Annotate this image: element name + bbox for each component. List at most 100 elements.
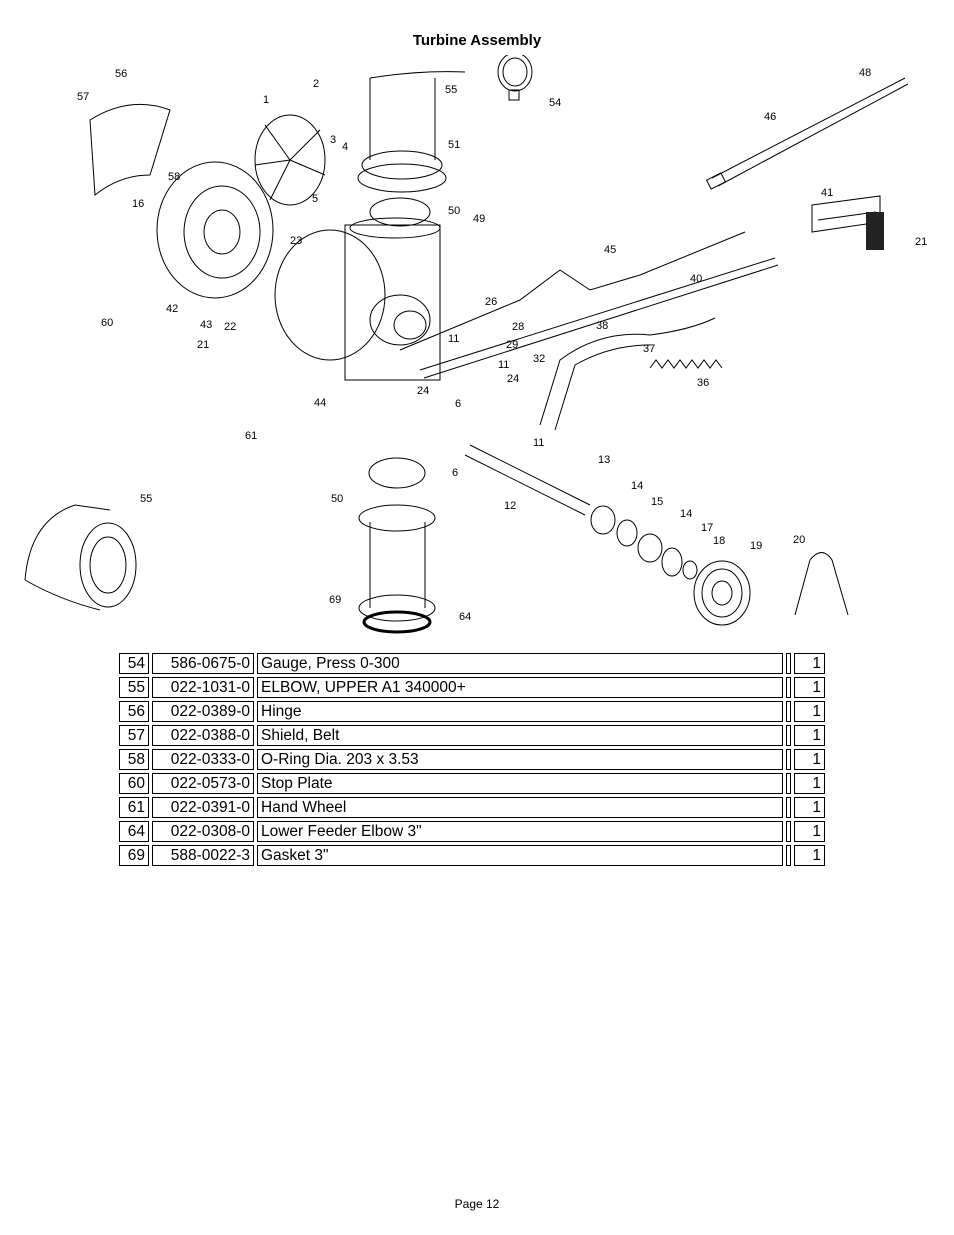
description-cell: Gauge, Press 0-300 [257, 653, 783, 674]
callout: 28 [512, 321, 524, 333]
lower-elbow-drawing [358, 504, 436, 634]
callout: 6 [455, 398, 461, 410]
qty-cell: 1 [794, 845, 825, 866]
housing-plate-drawing [156, 161, 274, 299]
pulley-drawing [693, 560, 751, 626]
qty-cell: 1 [794, 821, 825, 842]
callout: 50 [331, 493, 343, 505]
description-cell: Shield, Belt [257, 725, 783, 746]
callout: 29 [506, 339, 518, 351]
blank-cell [786, 701, 791, 722]
description-cell: O-Ring Dia. 203 x 3.53 [257, 749, 783, 770]
callout: 21 [197, 339, 209, 351]
callout: 48 [859, 67, 871, 79]
callout: 55 [445, 84, 457, 96]
ref-cell: 64 [119, 821, 149, 842]
callout: 19 [750, 540, 762, 552]
callout: 16 [132, 198, 144, 210]
shaft-46-drawing [705, 77, 909, 190]
qty-cell: 1 [794, 725, 825, 746]
ref-cell: 57 [119, 725, 149, 746]
callout-labels: 1 2 3 4 5 6 6 11 11 11 12 13 14 14 15 16… [77, 67, 927, 623]
description-cell: ELBOW, UPPER A1 340000+ [257, 677, 783, 698]
blank-cell [786, 845, 791, 866]
bracket-41-drawing [811, 195, 884, 250]
callout: 11 [498, 359, 509, 371]
table-row: 56 022-0389-0 Hinge 1 [119, 701, 825, 722]
description-cell: Hand Wheel [257, 797, 783, 818]
callout: 58 [168, 171, 180, 183]
table-row: 61 022-0391-0 Hand Wheel 1 [119, 797, 825, 818]
callout: 50 [448, 205, 460, 217]
callout: 55 [140, 493, 152, 505]
description-cell: Stop Plate [257, 773, 783, 794]
callout: 15 [651, 496, 663, 508]
table-row: 60 022-0573-0 Stop Plate 1 [119, 773, 825, 794]
blank-cell [786, 773, 791, 794]
o-ring-50-bottom [368, 457, 426, 489]
callout: 1 [263, 94, 269, 106]
page-title: Turbine Assembly [412, 32, 542, 49]
qty-cell: 1 [794, 653, 825, 674]
callout: 32 [533, 353, 545, 365]
part-number-cell: 586-0675-0 [152, 653, 254, 674]
part-number-cell: 022-0573-0 [152, 773, 254, 794]
ref-cell: 69 [119, 845, 149, 866]
callout: 56 [115, 68, 127, 80]
ref-cell: 54 [119, 653, 149, 674]
ref-cell: 58 [119, 749, 149, 770]
callout: 38 [596, 320, 608, 332]
part-number-cell: 022-0391-0 [152, 797, 254, 818]
description-cell: Lower Feeder Elbow 3" [257, 821, 783, 842]
blank-cell [786, 749, 791, 770]
callout: 23 [290, 235, 302, 247]
callout: 4 [342, 141, 348, 153]
part-number-cell: 022-0333-0 [152, 749, 254, 770]
upper-elbow-drawing [357, 71, 466, 193]
qty-cell: 1 [794, 677, 825, 698]
part-number-cell: 022-1031-0 [152, 677, 254, 698]
spring-36-drawing [649, 359, 723, 369]
callout: 54 [549, 97, 561, 109]
callout: 24 [417, 385, 429, 397]
blank-cell [786, 653, 791, 674]
ring-18-drawing [682, 560, 698, 580]
rod-45-drawing [399, 231, 746, 351]
rod-40-drawing [419, 257, 779, 379]
callout: 60 [101, 317, 113, 329]
callout: 41 [821, 187, 833, 199]
table-row: 69 588-0022-3 Gasket 3" 1 [119, 845, 825, 866]
callout: 22 [224, 321, 236, 333]
callout: 42 [166, 303, 178, 315]
callout: 12 [504, 500, 516, 512]
callout: 13 [598, 454, 610, 466]
impeller-drawing [254, 114, 326, 206]
callout: 20 [793, 534, 805, 546]
elbow-detail-drawing [24, 504, 137, 611]
qty-cell: 1 [794, 797, 825, 818]
blank-cell [786, 821, 791, 842]
qty-cell: 1 [794, 701, 825, 722]
gauge-drawing [497, 55, 533, 101]
blank-cell [786, 797, 791, 818]
callout: 40 [690, 273, 702, 285]
part-number-cell: 022-0308-0 [152, 821, 254, 842]
spacer-15-drawing [616, 519, 638, 547]
lever-drawing [539, 317, 716, 431]
part-number-cell: 588-0022-3 [152, 845, 254, 866]
callout: 37 [643, 343, 655, 355]
ring-17-drawing [661, 547, 683, 577]
description-cell: Hinge [257, 701, 783, 722]
qty-cell: 1 [794, 749, 825, 770]
callout: 61 [245, 430, 257, 442]
callout: 36 [697, 377, 709, 389]
ref-cell: 61 [119, 797, 149, 818]
bearing-14b-drawing [637, 533, 663, 563]
callout: 64 [459, 611, 471, 623]
callout: 57 [77, 91, 89, 103]
callout: 14 [631, 480, 643, 492]
part-number-cell: 022-0388-0 [152, 725, 254, 746]
callout: 18 [713, 535, 725, 547]
table-row: 57 022-0388-0 Shield, Belt 1 [119, 725, 825, 746]
callout: 5 [312, 193, 318, 205]
